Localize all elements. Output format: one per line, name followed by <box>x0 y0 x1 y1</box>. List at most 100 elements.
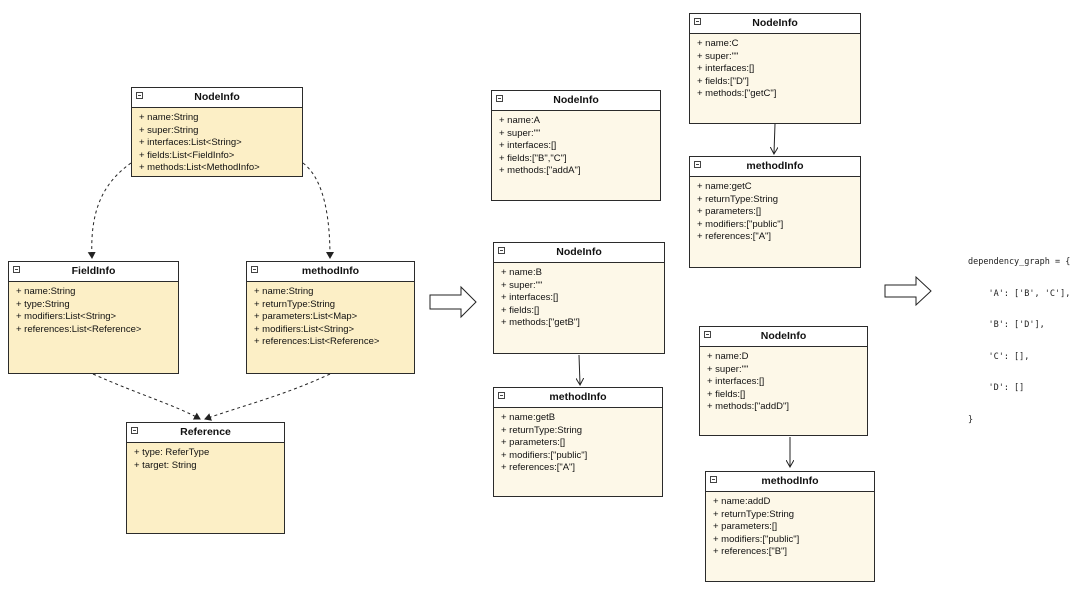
collapse-toggle-icon[interactable] <box>704 331 711 338</box>
instance-node-b: NodeInfo + name:B + super:"" + interface… <box>493 242 665 354</box>
class-field: + returnType:String <box>713 508 795 520</box>
class-field: + super:"" <box>499 127 541 139</box>
class-field: + returnType:String <box>501 424 583 436</box>
class-field: + methods:List<MethodInfo> <box>139 162 260 173</box>
class-field: + modifiers:["public"] <box>697 218 784 230</box>
class-field: + type:String <box>16 298 70 310</box>
dependency-line: 'A': ['B', 'C'], <box>968 288 1071 299</box>
class-field: + name:getC <box>697 181 752 192</box>
class-field: + fields:["B","C"] <box>499 152 567 164</box>
class-title: methodInfo <box>549 391 607 403</box>
edge-node-c-to-method-c <box>774 123 775 153</box>
class-title: Reference <box>180 426 231 438</box>
collapse-toggle-icon[interactable] <box>251 266 258 273</box>
collapse-toggle-icon[interactable] <box>131 427 138 434</box>
class-field: + type: ReferType <box>134 447 210 458</box>
class-fieldinfo: FieldInfo + name:String + type:String + … <box>8 261 179 374</box>
instance-method-b: methodInfo + name:getB + returnType:Stri… <box>493 387 663 497</box>
edge-node-b-to-method-b <box>579 354 580 384</box>
class-field: + interfaces:[] <box>697 63 755 74</box>
class-field: + parameters:List<Map> <box>254 311 358 322</box>
collapse-toggle-icon[interactable] <box>694 18 701 25</box>
class-field: + target: String <box>134 459 197 471</box>
class-field: + methods:["addD"] <box>707 401 789 412</box>
class-title: methodInfo <box>746 160 804 172</box>
class-field: + references:["A"] <box>697 231 772 242</box>
class-title: NodeInfo <box>194 91 240 103</box>
class-field: + interfaces:[] <box>499 140 557 151</box>
class-field: + returnType:String <box>254 298 336 310</box>
hollow-right-arrow-icon <box>429 285 477 319</box>
class-methodinfo: methodInfo + name:String + returnType:St… <box>246 261 415 374</box>
class-field: + name:String <box>139 112 199 123</box>
dependency-line: 'C': [], <box>968 351 1030 362</box>
class-title: NodeInfo <box>760 330 807 342</box>
class-title: NodeInfo <box>752 17 798 29</box>
edge-nodeinfo-to-fieldinfo <box>87 162 132 259</box>
class-field: + methods:["getC"] <box>697 88 777 99</box>
class-field: + name:A <box>499 115 540 126</box>
class-field: + references:["A"] <box>501 462 576 473</box>
class-field: + name:C <box>697 38 739 49</box>
collapse-toggle-icon[interactable] <box>498 247 505 254</box>
class-field: + super:"" <box>501 279 543 291</box>
class-field: + parameters:[] <box>713 521 778 532</box>
class-title: NodeInfo <box>553 94 599 106</box>
class-field: + fields:[] <box>707 388 746 400</box>
dependency-graph-text: dependency_graph = { 'A': ['B', 'C'], 'B… <box>968 236 1070 436</box>
class-field: + interfaces:[] <box>707 376 765 387</box>
class-field: + references:["B"] <box>713 546 788 557</box>
class-field: + parameters:[] <box>697 206 762 217</box>
class-title: FieldInfo <box>71 265 116 277</box>
class-field: + name:B <box>501 267 542 278</box>
class-title: NodeInfo <box>556 246 602 258</box>
class-field: + modifiers:["public"] <box>501 449 588 461</box>
hollow-right-arrow-icon <box>884 275 932 307</box>
class-reference: Reference + type: ReferType + target: St… <box>126 422 285 534</box>
class-field: + references:List<Reference> <box>254 336 380 347</box>
class-field: + name:getB <box>501 412 556 423</box>
class-field: + super:"" <box>707 363 749 375</box>
class-field: + references:List<Reference> <box>16 323 142 335</box>
class-field: + name:D <box>707 351 749 362</box>
edge-nodeinfo-to-methodinfo <box>302 162 334 259</box>
class-title: methodInfo <box>761 475 819 487</box>
collapse-toggle-icon[interactable] <box>498 392 505 399</box>
class-field: + fields:["D"] <box>697 75 749 87</box>
class-title: methodInfo <box>301 265 360 277</box>
dependency-line: } <box>968 414 974 425</box>
class-field: + name:String <box>16 286 76 297</box>
class-field: + interfaces:[] <box>501 292 559 303</box>
dependency-line: dependency_graph = { <box>968 257 1071 267</box>
collapse-toggle-icon[interactable] <box>496 95 503 102</box>
class-field: + parameters:[] <box>501 437 566 448</box>
class-field: + methods:["getB"] <box>501 317 580 328</box>
class-field: + modifiers:["public"] <box>713 533 800 545</box>
class-field: + methods:["addA"] <box>499 165 581 176</box>
instance-method-d: methodInfo + name:addD + returnType:Stri… <box>705 471 875 582</box>
instance-node-c: NodeInfo + name:C + super:"" + interface… <box>689 13 861 124</box>
class-field: + fields:[] <box>501 304 540 316</box>
instance-method-c: methodInfo + name:getC + returnType:Stri… <box>689 156 861 268</box>
dependency-line: 'D': [] <box>968 383 1025 393</box>
instance-node-a: NodeInfo + name:A + super:"" + interface… <box>491 90 661 201</box>
class-nodeinfo: NodeInfo + name:String + super:String + … <box>131 87 303 177</box>
edge-methodinfo-to-reference <box>204 373 331 421</box>
class-field: + returnType:String <box>697 193 779 205</box>
class-field: + name:addD <box>713 496 771 507</box>
class-field: + modifiers:List<String> <box>16 311 117 322</box>
class-field: + fields:List<FieldInfo> <box>139 149 235 161</box>
class-field: + interfaces:List<String> <box>139 137 242 148</box>
class-field: + modifiers:List<String> <box>254 323 355 335</box>
edge-fieldinfo-to-reference <box>92 373 201 420</box>
collapse-toggle-icon[interactable] <box>136 92 143 99</box>
collapse-toggle-icon[interactable] <box>13 266 20 273</box>
class-field: + super:String <box>139 124 199 136</box>
collapse-toggle-icon[interactable] <box>710 476 717 483</box>
dependency-line: 'B': ['D'], <box>968 320 1045 330</box>
class-field: + super:"" <box>697 50 739 62</box>
class-field: + name:String <box>254 286 314 297</box>
collapse-toggle-icon[interactable] <box>694 161 701 168</box>
instance-node-d: NodeInfo + name:D + super:"" + interface… <box>699 326 868 436</box>
